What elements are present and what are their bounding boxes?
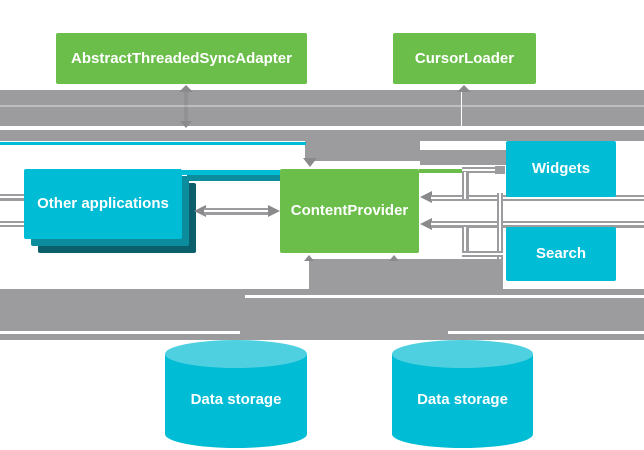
widgets-arrow-head bbox=[420, 191, 432, 203]
search-arrow-shaft bbox=[431, 221, 644, 228]
left-margin-line-2 bbox=[0, 220, 24, 227]
left-margin-line-1 bbox=[0, 194, 24, 201]
cursor-loader-label: CursorLoader bbox=[414, 49, 515, 67]
cylinder-data-storage-right: Data storage bbox=[392, 340, 533, 448]
search-arrow-head bbox=[420, 217, 432, 230]
content-provider-label: ContentProvider bbox=[290, 202, 409, 220]
arrow-up-to-contentprovider-right-head bbox=[388, 255, 399, 261]
widgets-label: Widgets bbox=[531, 160, 591, 178]
gray-column-to-contentprovider bbox=[305, 130, 420, 161]
syncadapter-arrow-down-head bbox=[180, 121, 192, 128]
connector-top-line bbox=[462, 166, 503, 173]
lower-band-seam-2a bbox=[0, 331, 240, 334]
connector-vertical-1a bbox=[462, 172, 469, 199]
box-content-provider: ContentProvider bbox=[280, 169, 419, 253]
arrow-down-to-contentprovider-head bbox=[303, 158, 317, 167]
arrow-up-to-contentprovider-left-head bbox=[303, 255, 314, 261]
cylinder-top bbox=[165, 340, 307, 368]
box-widgets: Widgets bbox=[506, 141, 616, 197]
other-applications-label: Other applications bbox=[37, 195, 169, 213]
connector-junction bbox=[495, 165, 505, 174]
box-cursor-loader: CursorLoader bbox=[393, 33, 536, 84]
band-vertical-seam bbox=[460, 90, 462, 126]
otherapps-shadow-smear-line bbox=[187, 175, 280, 181]
gray-band-lower-step bbox=[309, 258, 503, 290]
widgets-top-smear-line bbox=[0, 141, 306, 145]
gray-column-right bbox=[420, 150, 506, 165]
cylinder-data-storage-left: Data storage bbox=[165, 340, 307, 448]
data-storage-right-label: Data storage bbox=[417, 390, 508, 408]
cylinder-top bbox=[392, 340, 533, 368]
otherapps-top-smear-line bbox=[182, 169, 280, 175]
search-label: Search bbox=[535, 245, 587, 263]
lower-band-seam-2b bbox=[448, 331, 644, 334]
sync-adapter-label: AbstractThreadedSyncAdapter bbox=[71, 49, 292, 67]
otherapps-arrow-shaft bbox=[204, 208, 270, 215]
cursorloader-arrow-up-head bbox=[457, 85, 471, 92]
syncadapter-arrow-shaft bbox=[184, 90, 188, 126]
cylinder-bottom bbox=[165, 420, 307, 448]
otherapps-arrow-right-head bbox=[267, 205, 280, 217]
cylinder-bottom bbox=[392, 420, 533, 448]
syncadapter-arrow-up-head bbox=[179, 85, 193, 92]
gray-band-top bbox=[0, 90, 644, 126]
connector-vertical-2 bbox=[496, 193, 503, 259]
lower-band-seam-1 bbox=[245, 295, 644, 298]
box-abstract-threaded-sync-adapter: AbstractThreadedSyncAdapter bbox=[56, 33, 307, 84]
otherapps-arrow-left-head bbox=[193, 205, 206, 217]
box-other-applications: Other applications bbox=[24, 169, 182, 239]
widgets-arrow-shaft bbox=[431, 194, 644, 201]
box-search: Search bbox=[506, 227, 616, 281]
band-highlight-line bbox=[0, 105, 644, 107]
contentprovider-top-smear-line bbox=[419, 168, 462, 173]
connector-vertical-1b bbox=[462, 227, 469, 257]
data-storage-left-label: Data storage bbox=[190, 390, 282, 408]
connector-bottom-line bbox=[462, 250, 503, 257]
